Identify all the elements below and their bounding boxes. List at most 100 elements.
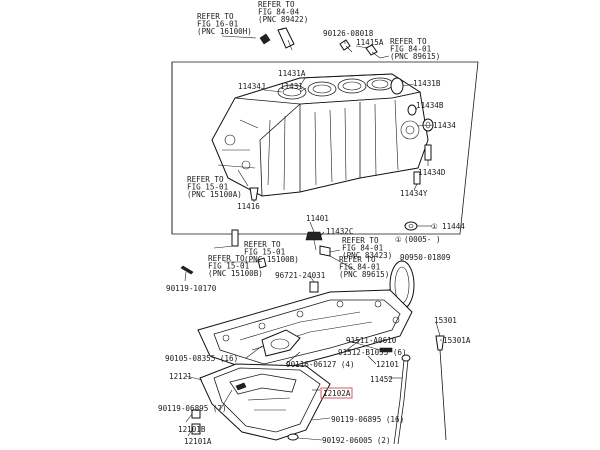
- bolt-91511[interactable]: [379, 347, 393, 353]
- bolt-15100b[interactable]: [257, 257, 267, 269]
- label-line: 11434: [433, 121, 456, 130]
- label-p90119-10170: 90119-10170: [166, 284, 217, 293]
- label-line: (PNC 89615): [390, 52, 440, 61]
- label-p11401: 11401: [306, 214, 329, 223]
- label-p90119-06895-16: 90119-06895 (16): [331, 415, 404, 424]
- label-line: (PNC 89422): [258, 15, 308, 24]
- label-line: 11416: [237, 202, 260, 211]
- label-line: 90119-10170: [166, 284, 217, 293]
- oil-strainer[interactable]: [261, 329, 301, 357]
- plug-11431b[interactable]: [390, 77, 404, 95]
- label-p11415a: 11415A: [356, 38, 384, 47]
- label-p11431: 11431: [280, 82, 303, 91]
- label-line: 11434B: [416, 101, 444, 110]
- label-p15301: 15301: [434, 316, 457, 325]
- washer-90192[interactable]: [287, 433, 299, 441]
- label-line: REFER TO: [339, 255, 376, 264]
- label-p90119-06895-7: 90119-06895 (7): [158, 404, 227, 413]
- item-marker-11444: ①: [431, 222, 438, 231]
- label-p11452: 11452: [370, 375, 393, 384]
- label-p11444: 11444: [442, 222, 465, 231]
- label-line: (PNC 16100H): [197, 27, 252, 36]
- label-line: 91512-B1055 (6): [338, 348, 407, 357]
- dipstick-guide-left[interactable]: [231, 229, 239, 247]
- label-line: 90950-01809: [400, 253, 451, 262]
- stud-90119-10170[interactable]: [180, 265, 194, 275]
- label-line: 15301: [434, 316, 457, 325]
- leader-lines: [184, 28, 442, 441]
- label-p12101: 12101: [376, 360, 399, 369]
- plug-11415a[interactable]: [365, 44, 381, 59]
- washer-11444[interactable]: [404, 221, 418, 231]
- label-p15301a: 15301A: [443, 336, 471, 345]
- label-line: (PNC 15100B): [244, 255, 299, 264]
- label-line: 11431B: [413, 79, 441, 88]
- label-p11416: 11416: [237, 202, 260, 211]
- label-p91512: 91512-B1055 (6): [338, 348, 407, 357]
- label-line: 90119-06895 (7): [158, 404, 227, 413]
- date-marker: ①: [395, 235, 402, 244]
- label-p11434d: 11434D: [418, 168, 446, 177]
- oil-pan-no2[interactable]: [199, 363, 331, 441]
- label-line: (PNC 83423): [342, 251, 392, 260]
- label-p96721: 96721-24031: [275, 271, 326, 280]
- label-line: REFER TO: [258, 0, 295, 9]
- oil-pan-no1[interactable]: [197, 289, 413, 375]
- label-line: 90126-08018: [323, 29, 374, 38]
- drain-plug-12101b[interactable]: [191, 409, 201, 419]
- label-p12101a: 12101A: [184, 437, 212, 446]
- label-line: 12101: [376, 360, 399, 369]
- label-line: 90119-06895 (16): [331, 415, 404, 424]
- dipstick-15301[interactable]: [435, 335, 447, 441]
- label-line: FIG 15-01: [187, 183, 229, 192]
- plug-11434b[interactable]: [407, 104, 417, 116]
- label-line: (PNC 89615): [339, 270, 389, 279]
- label-line: 12101A: [184, 437, 212, 446]
- label-line: 11432C: [326, 227, 353, 236]
- highlight-box-12102a: [320, 387, 353, 399]
- label-line: 12121: [169, 372, 192, 381]
- label-line: 90105-08355 (16): [165, 354, 238, 363]
- label-p11434b: 11434B: [416, 101, 444, 110]
- plug-11416[interactable]: [249, 187, 259, 201]
- label-p12121: 12121: [169, 372, 192, 381]
- label-line: FIG 15-01: [208, 262, 250, 271]
- label-line: 11431A: [278, 69, 306, 78]
- label-line: 90192-06005 (2): [322, 436, 391, 445]
- label-line: (0005- ): [404, 235, 441, 244]
- label-line: REFER TO: [390, 37, 427, 46]
- label-line: FIG 16-01: [197, 20, 239, 29]
- plug-11434y[interactable]: [413, 171, 421, 185]
- plug-top-left[interactable]: [259, 33, 271, 45]
- label-p90950: 90950-01809: [400, 253, 451, 262]
- label-line: 11401: [306, 214, 329, 223]
- label-line: 12102A: [323, 389, 351, 398]
- label-line: 15301A: [443, 336, 471, 345]
- plug-96721[interactable]: [309, 281, 319, 293]
- label-line: FIG 15-01: [244, 248, 286, 257]
- label-line: REFER TO: [187, 175, 224, 184]
- label-p90116: 90116-06127 (4): [286, 360, 355, 369]
- bolt-90126[interactable]: [339, 39, 353, 53]
- cylinder-bores: [277, 77, 394, 100]
- label-date: (0005- ): [404, 235, 441, 244]
- label-p11434: 11434: [433, 121, 456, 130]
- label-line: FIG 84-04: [258, 8, 300, 17]
- label-line: 11444: [442, 222, 465, 231]
- label-line: 11415A: [356, 38, 384, 47]
- sensor-89422[interactable]: [277, 27, 295, 51]
- dipstick-guide-11452[interactable]: [393, 354, 411, 445]
- label-p12102a: 12102A: [323, 389, 351, 398]
- drain-plug-12101a[interactable]: [191, 423, 201, 435]
- sensor-11432c[interactable]: [305, 231, 323, 251]
- plug-11434d[interactable]: [424, 144, 432, 161]
- label-line: 11434Y: [400, 189, 428, 198]
- plug-83423[interactable]: [319, 245, 331, 257]
- label-p90192: 90192-06005 (2): [322, 436, 391, 445]
- label-p12101b: 12101B: [178, 425, 206, 434]
